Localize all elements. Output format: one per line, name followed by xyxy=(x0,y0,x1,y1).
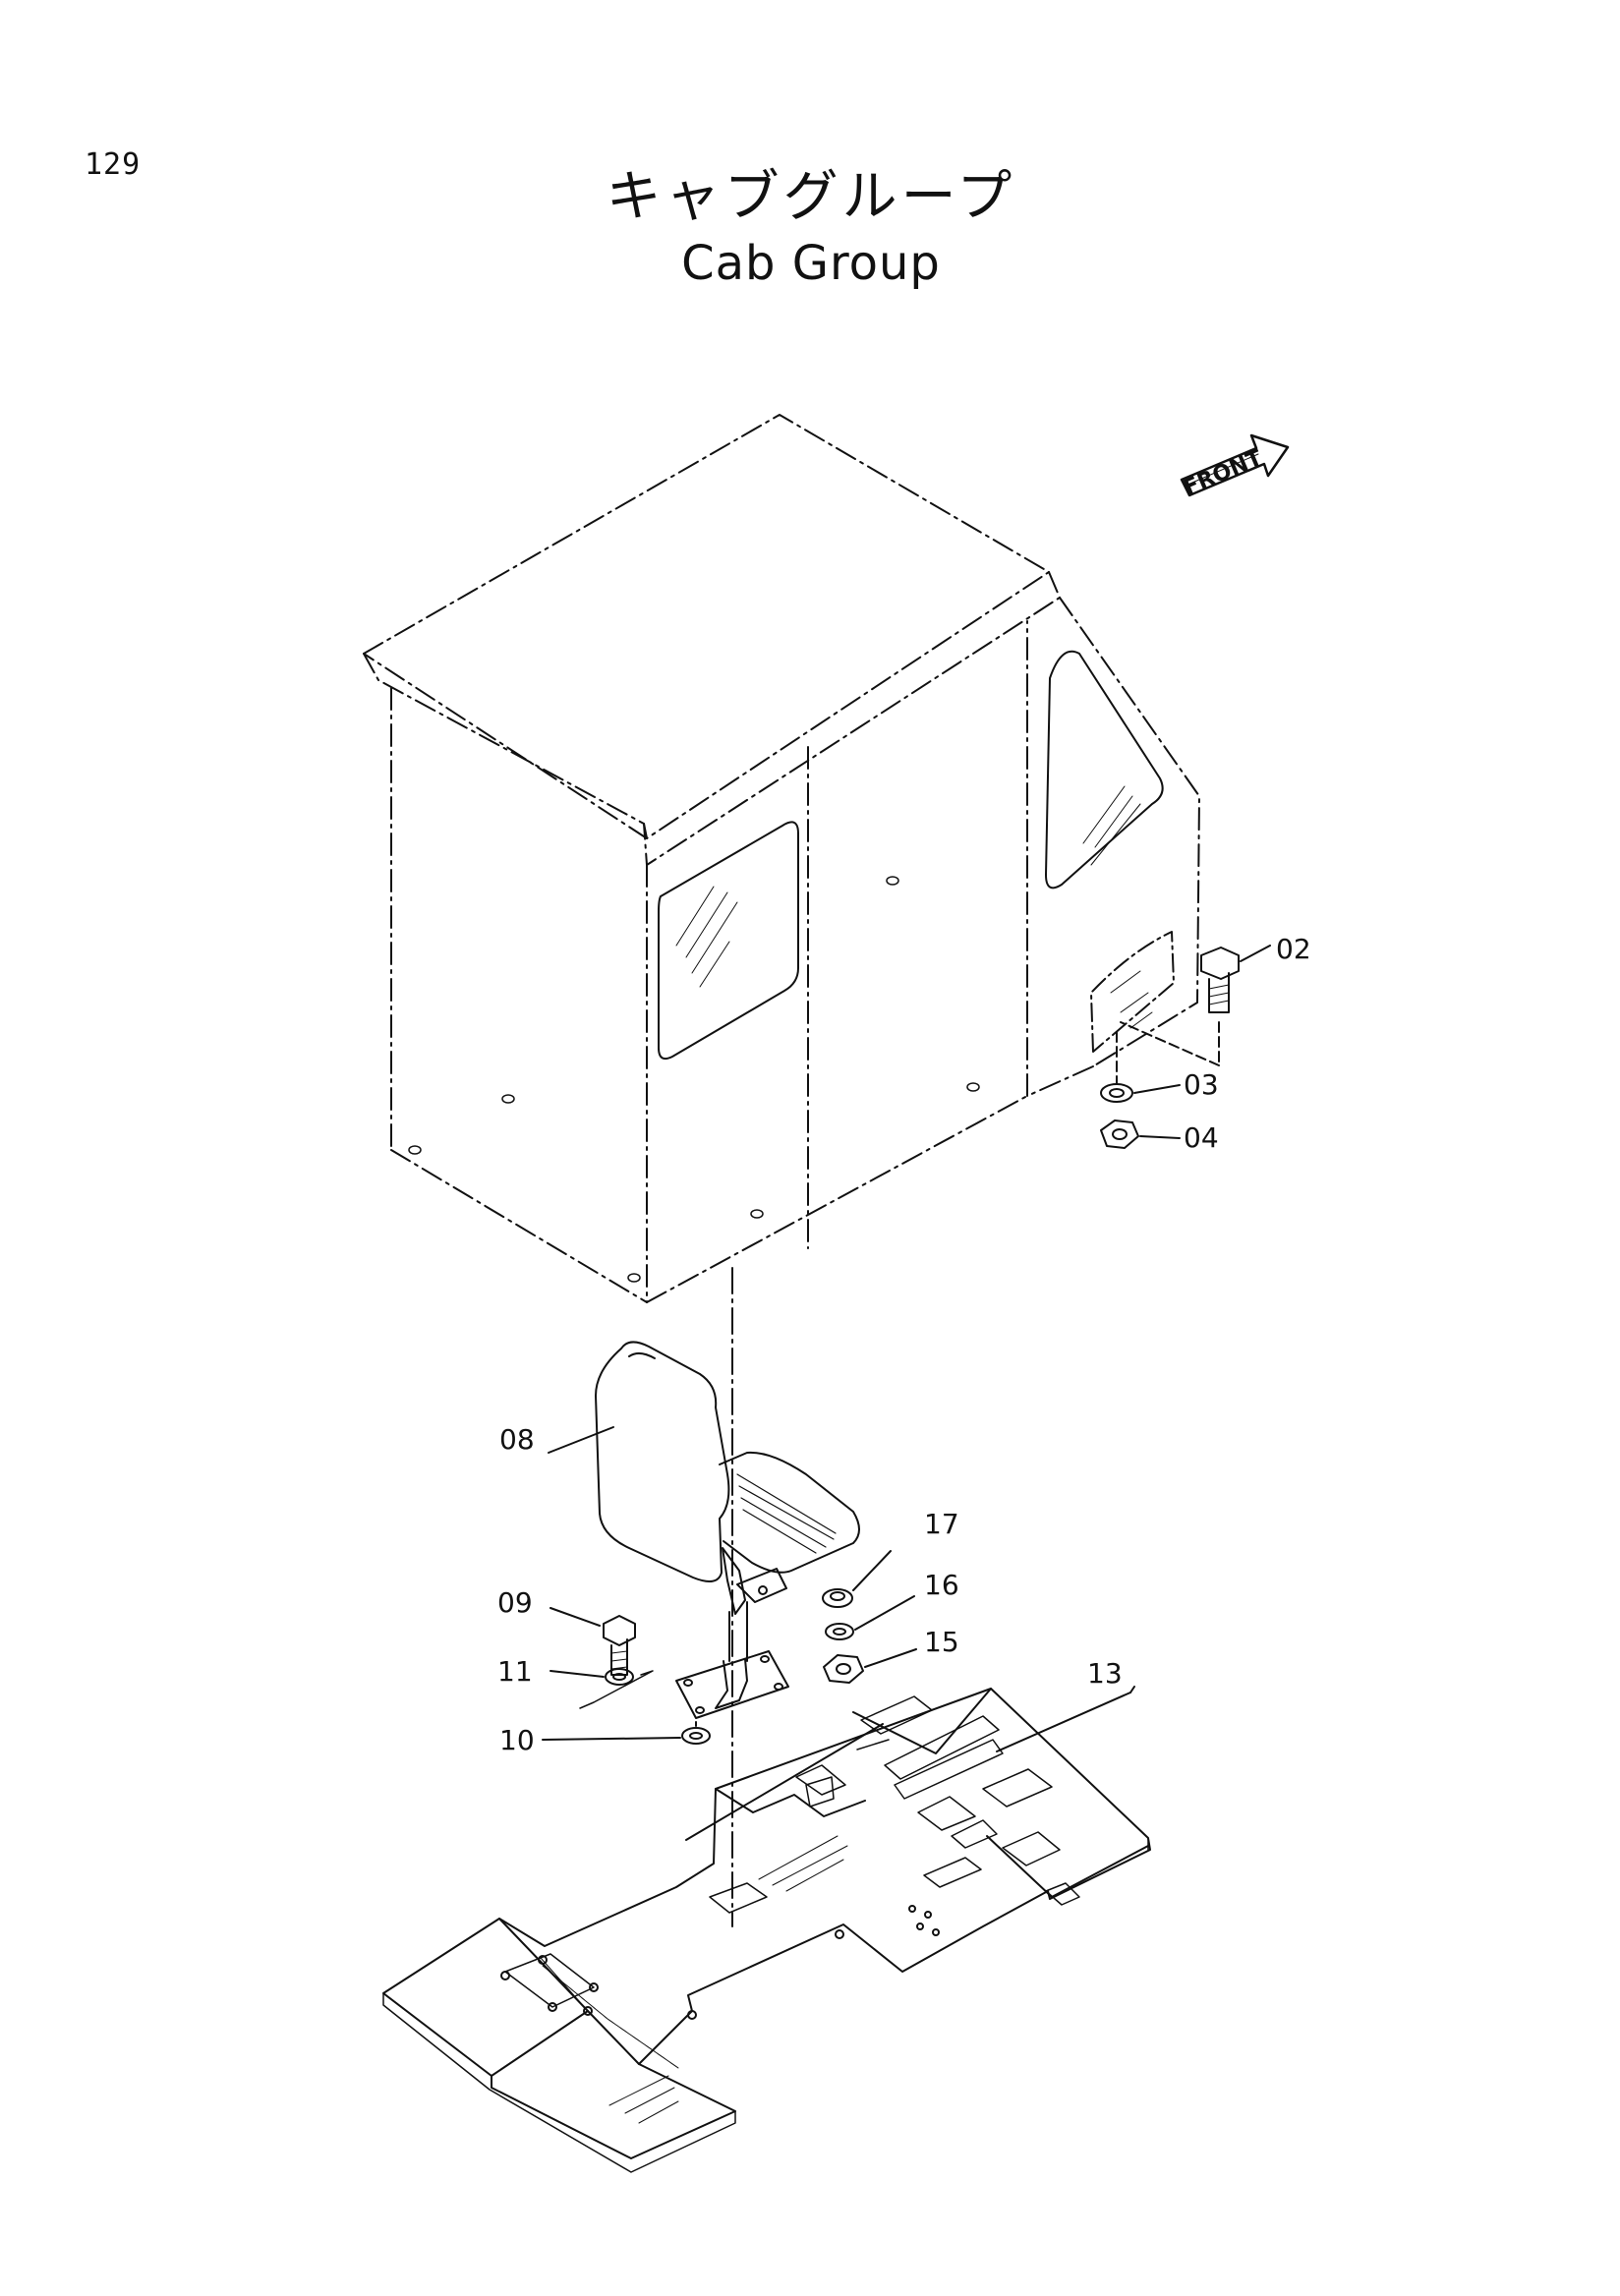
page-title-english: Cab Group xyxy=(681,236,941,291)
page-title-japanese: キャブグループ xyxy=(606,165,1016,229)
floor-plate-part-13 xyxy=(382,1688,1151,2173)
cab-right-window xyxy=(1045,650,1164,890)
part-label-16: 16 xyxy=(924,1569,959,1601)
washer-part-17 xyxy=(822,1588,853,1608)
part-label-11: 11 xyxy=(497,1655,533,1688)
part-label-10: 10 xyxy=(499,1724,535,1756)
bolt-part-02 xyxy=(1200,947,1240,1013)
washer-part-03 xyxy=(1100,1083,1133,1103)
washer-part-10 xyxy=(681,1727,711,1745)
cab-lower-panel xyxy=(1090,931,1175,1053)
part-label-15: 15 xyxy=(924,1626,959,1658)
cab-left-window xyxy=(658,821,799,1061)
cab-body xyxy=(363,414,1200,1303)
page-number: 129 xyxy=(85,147,142,182)
nut-part-04 xyxy=(1100,1119,1139,1149)
title-block: キャブグループ Cab Group xyxy=(492,165,1130,293)
part-label-02: 02 xyxy=(1276,933,1311,965)
lock-washer-part-16 xyxy=(825,1623,854,1640)
part-label-08: 08 xyxy=(499,1423,535,1456)
part-label-09: 09 xyxy=(497,1586,533,1619)
seat-part-08 xyxy=(595,1341,860,1662)
part-label-13: 13 xyxy=(1087,1657,1123,1690)
part-label-17: 17 xyxy=(924,1508,959,1540)
bolt-part-09 xyxy=(603,1615,636,1676)
part-label-03: 03 xyxy=(1184,1068,1219,1101)
part-label-04: 04 xyxy=(1184,1121,1219,1154)
lock-washer-part-11 xyxy=(605,1668,634,1686)
nut-part-15 xyxy=(823,1654,864,1684)
front-arrow-label: FRONT xyxy=(1181,446,1266,501)
seat-mount-plate xyxy=(675,1650,789,1719)
cab-mounting-holes xyxy=(408,876,980,1283)
front-arrow-icon: FRONT xyxy=(1181,433,1290,501)
